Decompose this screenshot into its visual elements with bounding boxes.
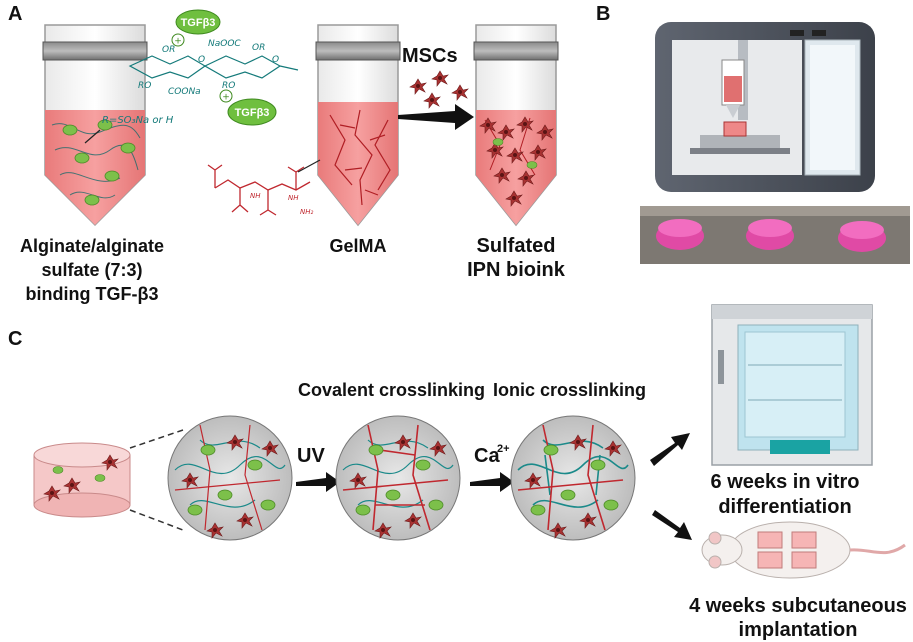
step-ca-label: Ca 2+ (474, 443, 510, 467)
arrow-icon (652, 510, 692, 540)
tube-ipn-bioink (473, 24, 559, 227)
chem-or-2: OR (252, 43, 265, 53)
msc-label: MSCs (402, 45, 458, 67)
tube3-label-line-1: Sulfated (477, 235, 556, 257)
tube1-label-line-1: Alginate/alginate (20, 236, 164, 256)
arrow-icon (398, 104, 474, 130)
outcome2-line-2: implantation (739, 619, 858, 641)
chem-nh-1: NH (250, 192, 261, 200)
outcome-invitro-label: 6 weeks in vitro differentiation (711, 471, 860, 518)
tgf-badge-1: TGFβ3 (181, 17, 216, 29)
chem-o-2: O (272, 55, 279, 65)
alginate-chemical-structure: OR RO COONa O NaOOC OR RO O R=SO₃Na or H… (84, 9, 299, 144)
tube1-label-line-2: sulfate (7:3) (41, 260, 142, 280)
chem-naooc: NaOOC (208, 39, 241, 49)
tgf-badge-2: TGFβ3 (235, 107, 270, 119)
chem-nh-2: NH (288, 194, 299, 202)
arrow-icon (650, 433, 690, 466)
chem-or-1: OR (162, 45, 175, 55)
tube1-label-line-3: binding TGF-β3 (26, 284, 159, 304)
gelma-chemical-structure: NH NH NH₂ (207, 159, 321, 216)
network-circle-covalent (335, 415, 461, 541)
step-ca-superscript: 2+ (497, 443, 510, 455)
arrow-icon (470, 472, 514, 492)
step-uv-label: UV (297, 445, 325, 467)
panel-label-c: C (8, 328, 22, 350)
chem-ro-1: RO (138, 81, 151, 91)
mouse-icon (701, 521, 906, 579)
panel-label-a: A (8, 3, 22, 25)
chem-coona: COONa (168, 87, 201, 97)
chem-nh2: NH₂ (300, 208, 314, 216)
incubator-icon (711, 304, 873, 466)
chem-o-1: O (198, 55, 205, 65)
printed-constructs-photo (640, 206, 910, 264)
network-circle-initial (167, 415, 293, 541)
ionic-label: Ionic crosslinking (493, 380, 646, 400)
outcome2-line-1: 4 weeks subcutaneous (689, 595, 907, 617)
r-group-label: R=SO₃Na or H (102, 115, 174, 126)
svg-text:+: + (174, 37, 182, 47)
tube-gelma (315, 24, 401, 227)
outcome1-line-1: 6 weeks in vitro (711, 471, 860, 493)
arrow-icon (296, 472, 340, 492)
panel-label-b: B (596, 3, 610, 25)
tgf-molecule-icon: TGFβ3 + (219, 89, 277, 126)
msc-cells (409, 70, 469, 109)
svg-text:+: + (222, 93, 230, 103)
outcome-implant-label: 4 weeks subcutaneous implantation (689, 595, 907, 641)
outcome1-line-2: differentiation (718, 496, 851, 518)
tgf-molecule-icon: TGFβ3 + (171, 9, 221, 47)
tube3-label-line-2: IPN bioink (467, 259, 566, 281)
tube-alginate (42, 24, 148, 227)
tube-alginate-label: Alginate/alginate sulfate (7:3) binding … (20, 236, 164, 304)
printer-icon (655, 22, 875, 192)
network-circle-ionic (510, 415, 636, 541)
tube-ipn-label: Sulfated IPN bioink (467, 235, 566, 281)
construct-disk (33, 442, 131, 518)
covalent-label: Covalent crosslinking (298, 380, 485, 400)
chem-ro-2: RO (222, 81, 235, 91)
tube-gelma-label: GelMA (329, 236, 386, 256)
step-ca-text: Ca (474, 445, 500, 467)
